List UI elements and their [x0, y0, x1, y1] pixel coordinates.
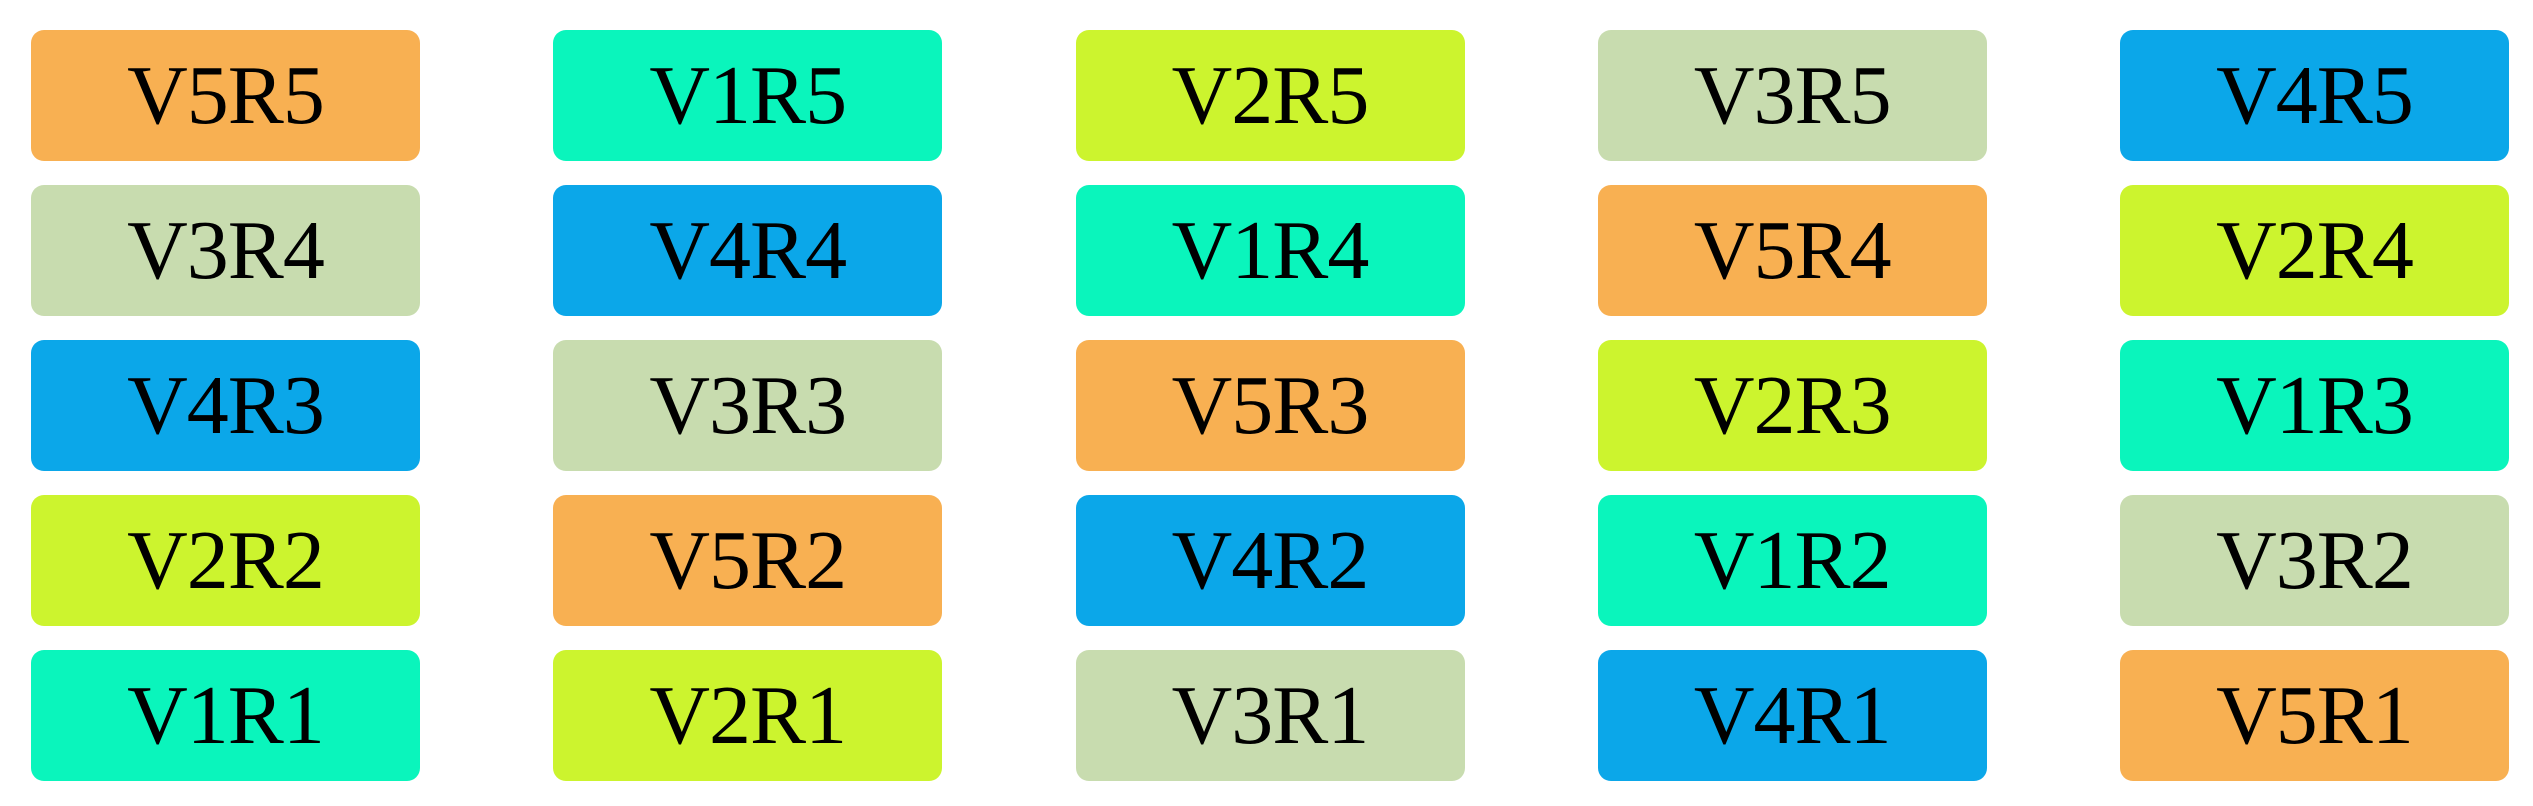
plot-cell-v1r1: V1R1 [31, 650, 420, 781]
plot-cell-v3r4: V3R4 [31, 185, 420, 316]
plot-cell-v1r3: V1R3 [2120, 340, 2509, 471]
plot-cell-v4r1: V4R1 [1597, 650, 1987, 781]
plot-cell-v3r5: V3R5 [1597, 30, 1987, 161]
plot-cell-v2r4: V2R4 [2120, 185, 2509, 316]
plot-cell-v2r3: V2R3 [1597, 340, 1987, 471]
plot-cell-v1r5: V1R5 [553, 30, 943, 161]
plot-cell-v4r4: V4R4 [553, 185, 943, 316]
plot-cell-v1r4: V1R4 [1075, 185, 1465, 316]
plot-cell-v1r2: V1R2 [1597, 495, 1987, 626]
plot-cell-v5r4: V5R4 [1597, 185, 1987, 316]
plot-cell-v2r5: V2R5 [1075, 30, 1465, 161]
plot-cell-v4r3: V4R3 [31, 340, 420, 471]
plot-cell-v5r5: V5R5 [31, 30, 420, 161]
plot-cell-v4r5: V4R5 [2120, 30, 2509, 161]
plot-cell-v2r2: V2R2 [31, 495, 420, 626]
plot-cell-v4r2: V4R2 [1075, 495, 1465, 626]
plot-cell-v3r3: V3R3 [553, 340, 943, 471]
plot-cell-v3r2: V3R2 [2120, 495, 2509, 626]
plot-cell-v2r1: V2R1 [553, 650, 943, 781]
plot-cell-v5r2: V5R2 [553, 495, 943, 626]
plot-cell-v5r1: V5R1 [2120, 650, 2509, 781]
plot-cell-v3r1: V3R1 [1075, 650, 1465, 781]
plot-cell-v5r3: V5R3 [1075, 340, 1465, 471]
